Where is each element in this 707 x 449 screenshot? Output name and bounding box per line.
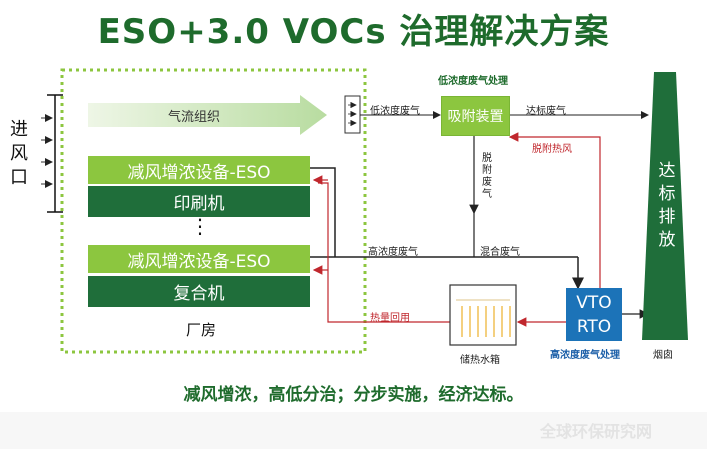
heat-storage-tank bbox=[449, 284, 517, 346]
desorb-hot-air-line bbox=[508, 132, 601, 288]
vent-grille bbox=[344, 95, 361, 134]
inlet-char: 风 bbox=[10, 143, 28, 164]
inlet-char: 口 bbox=[10, 167, 28, 188]
low-conc-title: 低浓度废气处理 bbox=[438, 76, 508, 87]
heat-recovery-label: 热量回用 bbox=[370, 313, 410, 324]
airflow-label: 气流组织 bbox=[168, 110, 221, 125]
desorb-hot-air-label: 脱附热风 bbox=[532, 144, 572, 155]
vto-label: VTO bbox=[576, 292, 612, 313]
low-conc-gas-label: 低浓度废气 bbox=[370, 106, 420, 117]
mixed-gas-label: 混合废气 bbox=[480, 247, 520, 258]
page-title: ESO+3.0 VOCs 治理解决方案 bbox=[97, 12, 610, 52]
chimney bbox=[642, 72, 688, 340]
tank-label: 储热水箱 bbox=[460, 355, 500, 366]
eso-device-2-label: 减风增浓设备-ESO bbox=[88, 245, 310, 273]
airflow-arrow bbox=[88, 95, 327, 135]
desorb-gas-label: 脱 附 废 气 bbox=[481, 153, 493, 201]
rto-label: RTO bbox=[576, 316, 612, 337]
desorb-gas-char: 气 bbox=[482, 189, 492, 200]
high-conc-gas-label: 高浓度废气 bbox=[368, 247, 418, 258]
compliant-gas-label: 达标废气 bbox=[526, 106, 566, 117]
vto-rto-box: VTO RTO bbox=[566, 288, 622, 341]
slogan: 减风增浓，高低分治；分步实施，经济达标。 bbox=[183, 385, 524, 405]
machine-2-label: 复合机 bbox=[88, 276, 310, 307]
bottom-band bbox=[0, 412, 707, 449]
inlet-label: 进 风 口 bbox=[8, 118, 30, 190]
chimney-char: 标 bbox=[658, 184, 676, 204]
chimney-text: 达 标 排 放 bbox=[655, 160, 679, 252]
tank-fill bbox=[456, 299, 511, 337]
ellipsis: ⋮ bbox=[190, 214, 210, 238]
inlet-char: 进 bbox=[10, 119, 28, 140]
desorb-gas-char: 废 bbox=[482, 177, 492, 188]
inlet-arrows bbox=[41, 114, 53, 188]
eso1-outlet-line bbox=[310, 167, 336, 257]
adsorber-box: 吸附装置 bbox=[441, 96, 510, 136]
machine-1-label: 印刷机 bbox=[88, 186, 310, 217]
chimney-char: 达 bbox=[658, 161, 676, 181]
factory-boundary bbox=[60, 68, 367, 354]
factory-label: 厂房 bbox=[186, 321, 217, 339]
high-conc-title: 高浓度废气处理 bbox=[550, 350, 620, 361]
heat-recovery-line bbox=[318, 182, 450, 323]
eso-device-1-label: 减风增浓设备-ESO bbox=[88, 156, 310, 184]
chimney-label: 烟囱 bbox=[653, 350, 673, 361]
desorb-gas-char: 脱 bbox=[482, 153, 492, 164]
desorb-gas-char: 附 bbox=[482, 165, 492, 176]
chimney-char: 放 bbox=[658, 230, 676, 250]
chimney-char: 排 bbox=[658, 207, 676, 227]
watermark: 全球环保研究网 bbox=[540, 422, 653, 441]
